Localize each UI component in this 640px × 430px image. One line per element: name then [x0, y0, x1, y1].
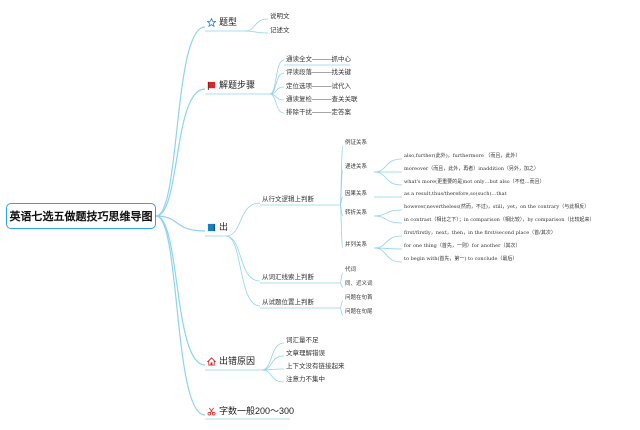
connector-line [225, 235, 261, 307]
connector-line [261, 355, 285, 371]
logic-cat[interactable]: 递进关系 [345, 164, 368, 170]
connector-line [155, 215, 206, 416]
type-item[interactable]: 说明文 [270, 13, 290, 20]
steps-item[interactable]: 评读段落———找关键 [286, 69, 351, 76]
connector-line [373, 209, 403, 217]
connector-line [373, 171, 403, 186]
logic-leaf: however,nevertheless(然而，不过)，still，yet，on… [404, 204, 590, 210]
method-position[interactable]: 从试题位置上判断 [262, 299, 314, 306]
connector-line [339, 307, 344, 316]
branch-steps[interactable]: 解题步骤 [207, 81, 255, 91]
connector-line [269, 72, 285, 95]
connector-line [269, 93, 285, 114]
errors-item[interactable]: 注意力不集中 [286, 376, 325, 383]
root-node[interactable]: 英语七选五做题技巧思维导图 [6, 203, 156, 229]
branch-words[interactable]: 字数一般200〜300 [207, 407, 294, 416]
house-icon [207, 357, 216, 366]
vocab-item[interactable]: 同、近义词 [345, 281, 373, 287]
errors-item[interactable]: 词汇量不足 [286, 337, 319, 344]
logic-leaf: for one thing（首先，一则）for another（其次） [404, 243, 521, 249]
method-vocab[interactable]: 从词汇线索上判断 [262, 274, 314, 281]
connector-line [269, 59, 285, 95]
logic-cat[interactable]: 例证关系 [345, 140, 368, 146]
connector-line [244, 18, 269, 32]
method-logic[interactable]: 从行文逻辑上判断 [262, 196, 314, 203]
connector-line [261, 342, 285, 371]
logic-leaf: moreover（而且，此外，再者）inaddition（另外，加之） [404, 166, 539, 172]
connector-line [155, 88, 206, 217]
errors-item[interactable]: 文章理解错误 [286, 350, 325, 357]
scissors-icon [207, 407, 216, 416]
star-icon [207, 18, 216, 28]
logic-leaf: also,further(此外)，furthermore （而且，此外） [404, 153, 521, 159]
position-item[interactable]: 问题在句尾 [345, 309, 373, 315]
steps-item[interactable]: 通读全文———抓中心 [286, 56, 351, 63]
logic-cat[interactable]: 转折关系 [345, 210, 368, 216]
steps-item[interactable]: 通读复检———查关关联 [286, 96, 358, 103]
branch-errors[interactable]: 出错原因 [207, 357, 255, 366]
connector-line [339, 300, 344, 309]
connector-line [225, 235, 261, 282]
errors-item[interactable]: 上下文没有链接起来 [286, 363, 345, 370]
logic-leaf: first/firstly，next，then，in the first/sec… [404, 230, 556, 236]
vocab-item[interactable]: 代词 [345, 267, 357, 273]
logic-leaf: to begin with(首先，第一) to conclude（最后） [404, 256, 518, 262]
logic-cat[interactable]: 并列关系 [345, 242, 368, 248]
logic-leaf: as a result,thus/therefore,so(such)…that [404, 191, 507, 197]
branch-method[interactable]: 出 [207, 223, 228, 232]
connector-line [373, 235, 403, 249]
connector-line [339, 145, 344, 206]
logic-cat[interactable]: 因果关系 [345, 191, 368, 197]
flag-icon [207, 82, 216, 91]
connector-line [244, 30, 269, 34]
logic-leaf: what's more(更重要的是)not only…but also（不但…而… [404, 179, 545, 185]
connector-line [339, 272, 344, 284]
branch-type[interactable]: 题型 [207, 18, 237, 28]
connector-line [155, 215, 206, 366]
connector-line [261, 369, 285, 383]
book-icon [207, 224, 216, 232]
position-item[interactable]: 问题在句首 [345, 295, 373, 301]
connector-line [225, 202, 261, 237]
connector-line [155, 215, 206, 232]
connector-line [373, 215, 403, 224]
connector-line [339, 282, 344, 288]
connector-line [373, 247, 403, 263]
connector-line [339, 204, 344, 249]
steps-item[interactable]: 排除干扰———定答案 [286, 109, 351, 116]
steps-item[interactable]: 定位选项———试代入 [286, 83, 351, 90]
connector-line [373, 158, 403, 173]
connector-line [155, 26, 206, 217]
connector-line [339, 169, 344, 206]
type-item[interactable]: 记述文 [270, 27, 290, 34]
logic-leaf: in contrast（相比之下）；in comparison（相比较），by … [404, 217, 595, 223]
